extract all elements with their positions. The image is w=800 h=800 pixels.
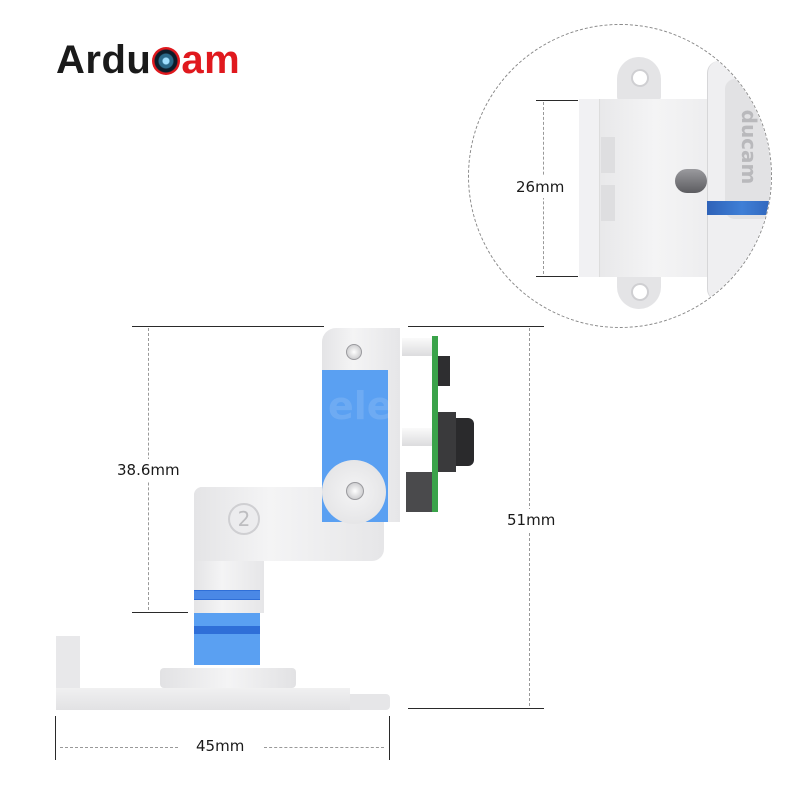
camera-lens-icon bbox=[152, 47, 181, 75]
mount-body-edge bbox=[579, 99, 600, 277]
camera-lens bbox=[456, 418, 474, 466]
base-plate-tab bbox=[350, 694, 390, 710]
logo-text-red: am bbox=[181, 38, 241, 82]
inset-dim-bottom-line bbox=[536, 276, 578, 277]
embossed-text: ducam bbox=[737, 109, 761, 185]
watermark-text: ele bbox=[328, 384, 393, 428]
arm-dim-bottom-line bbox=[132, 612, 188, 613]
arm-marker-circle: 2 bbox=[228, 503, 260, 535]
base-boss bbox=[160, 668, 296, 688]
width-dim-left-line bbox=[55, 716, 56, 760]
mount-hole-bottom bbox=[631, 283, 649, 301]
standoff-bottom bbox=[402, 428, 432, 446]
connector-block bbox=[406, 472, 432, 512]
total-dim-top-line bbox=[408, 326, 544, 327]
servo-stripe bbox=[194, 626, 260, 634]
slot-bottom bbox=[601, 185, 615, 221]
blue-band bbox=[707, 201, 771, 215]
camera-pcb bbox=[432, 336, 438, 512]
standoff-top bbox=[402, 338, 432, 356]
width-dim-right-line bbox=[389, 716, 390, 760]
slot-top bbox=[601, 137, 615, 173]
screw-top bbox=[346, 344, 362, 360]
inset-dim-top-line bbox=[536, 100, 578, 101]
total-height-label: 51mm bbox=[507, 509, 556, 531]
pcb-component bbox=[438, 356, 450, 386]
pivot-screw bbox=[675, 169, 707, 193]
arm-height-label: 38.6mm bbox=[117, 459, 180, 481]
servo-lower bbox=[194, 613, 260, 665]
mount-hole-top bbox=[631, 69, 649, 87]
embossed-panel bbox=[725, 79, 771, 219]
arm-blue-band bbox=[194, 590, 260, 600]
base-plate bbox=[56, 688, 350, 710]
logo-text-dark: Ardu bbox=[56, 38, 152, 82]
detail-inset-circle: ducam bbox=[468, 24, 772, 328]
inset-height-label: 26mm bbox=[516, 176, 565, 198]
width-dim-guide-right bbox=[264, 747, 384, 748]
width-dim-guide-left bbox=[60, 747, 178, 748]
base-width-label: 45mm bbox=[196, 737, 245, 755]
camera-lens-holder bbox=[438, 412, 456, 472]
screw-pivot bbox=[346, 482, 364, 500]
arm-dim-top-line bbox=[132, 326, 324, 327]
total-dim-bottom-line bbox=[408, 708, 544, 709]
